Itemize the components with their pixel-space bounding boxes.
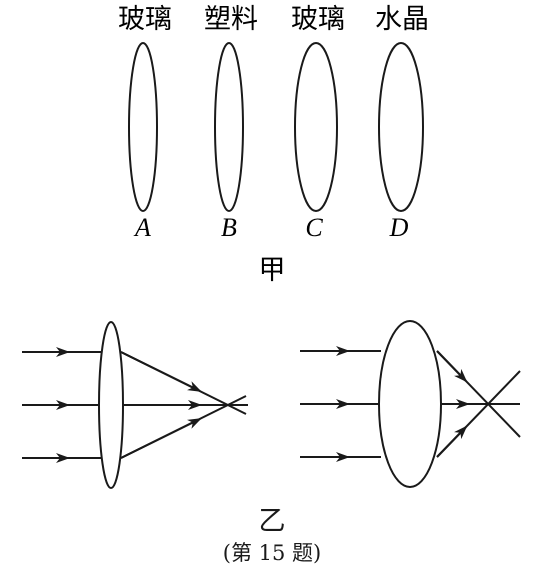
thick-lens (378, 320, 442, 488)
lens-c-letter: C (305, 213, 323, 242)
lens-b-material: 塑料 (204, 4, 258, 35)
lens-c-material: 玻璃 (291, 4, 345, 35)
figure-jia: 玻璃 塑料 玻璃 水晶 A B C D 甲 (118, 4, 429, 286)
thin-lens (98, 321, 124, 489)
lens-c (294, 42, 338, 212)
ray-diagram-thin-lens (22, 321, 248, 489)
lens-d (378, 42, 424, 212)
lens-d-material: 水晶 (375, 4, 429, 35)
ray-diagram-thick-lens (300, 320, 521, 488)
lens-b-letter: B (221, 213, 237, 242)
refracted-arrow-bottom-2 (436, 425, 468, 458)
lens-a (128, 42, 158, 212)
question-caption: (第 15 题) (223, 541, 321, 565)
lens-a-material: 玻璃 (118, 4, 172, 35)
refracted-arrow-bottom (120, 418, 202, 459)
refracted-arrow-top (120, 351, 202, 392)
lens-b (214, 42, 244, 212)
figure-jia-label: 甲 (259, 255, 286, 286)
figure-yi-label: 乙 (259, 506, 286, 537)
refracted-arrow-top-2 (436, 350, 468, 383)
lens-d-letter: D (389, 213, 409, 242)
lens-a-letter: A (133, 213, 151, 242)
figure-yi (22, 320, 521, 489)
